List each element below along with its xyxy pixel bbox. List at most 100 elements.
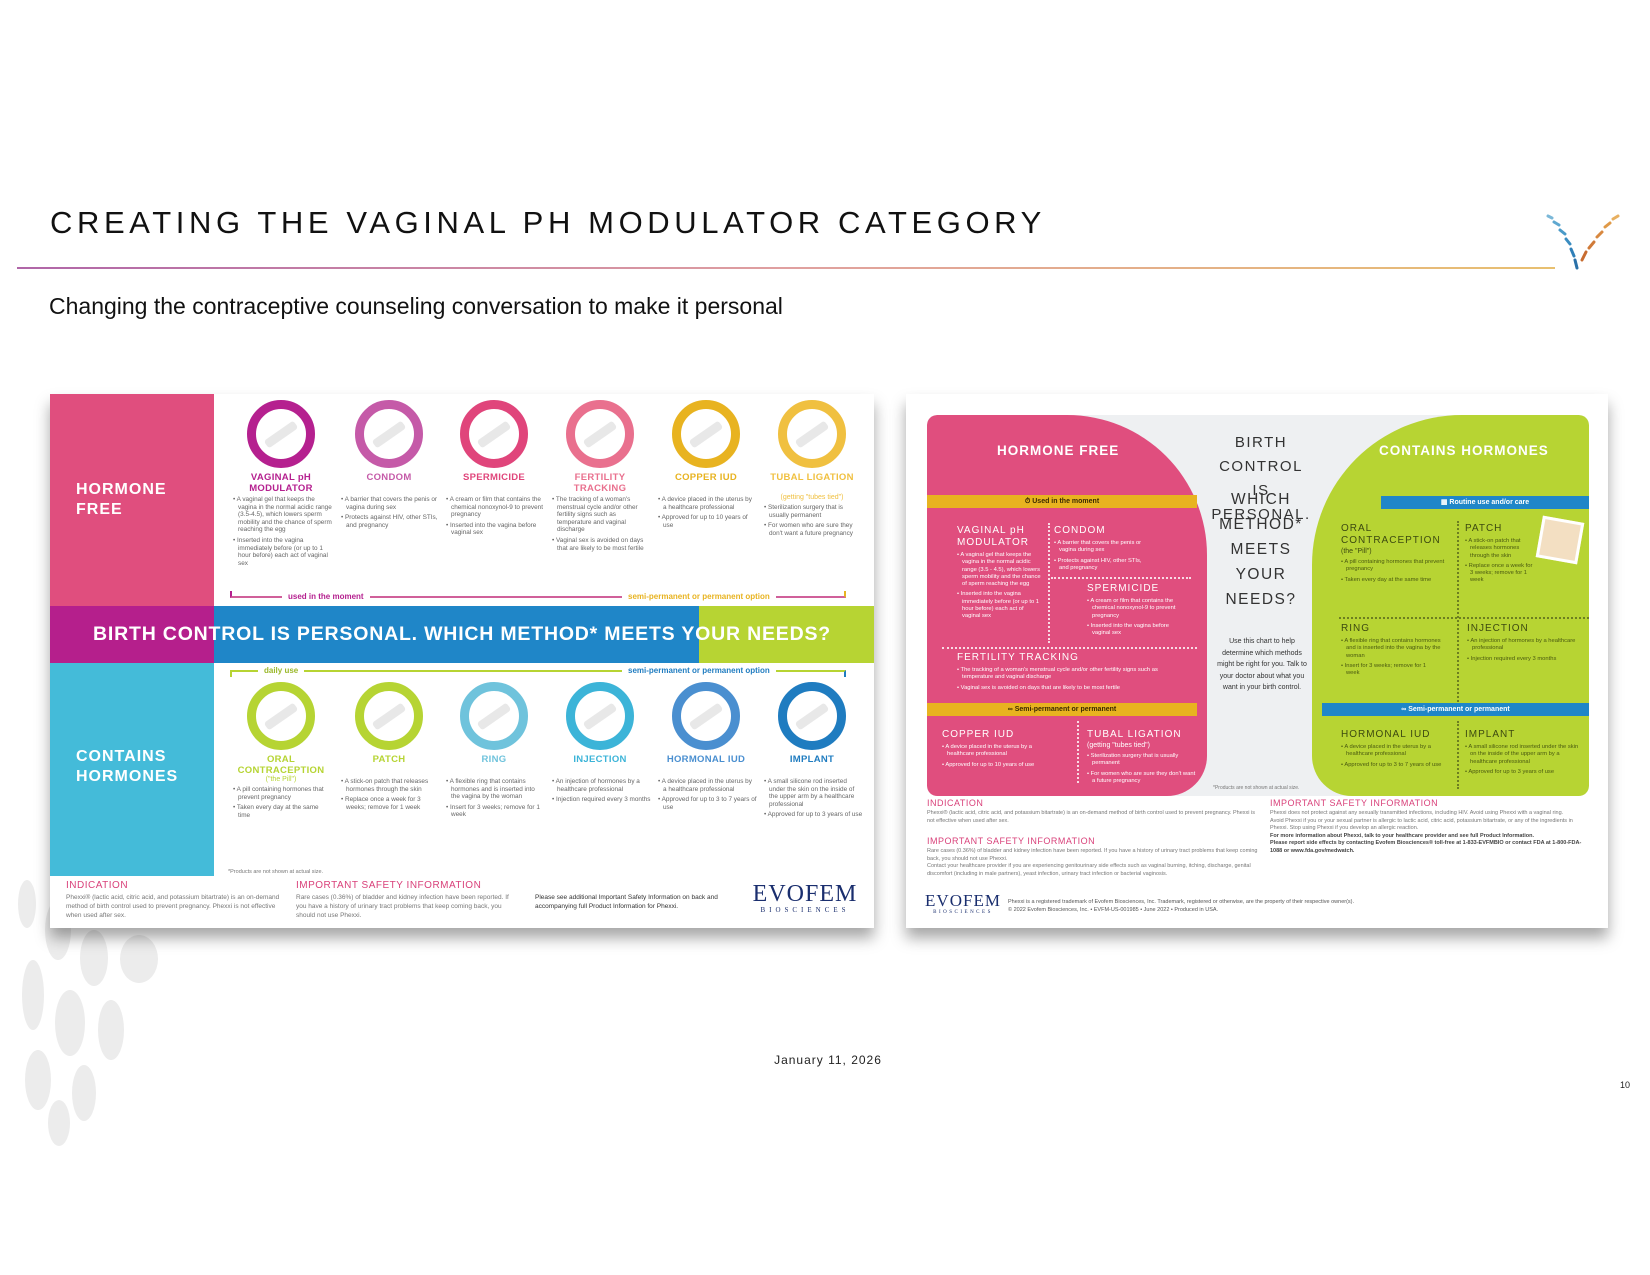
banner-headline: BIRTH CONTROL IS PERSONAL. WHICH METHOD*… bbox=[93, 623, 831, 645]
safety-heading: IMPORTANT SAFETY INFORMATION bbox=[296, 880, 482, 891]
condom-bullets: A barrier that covers the penis or vagin… bbox=[1054, 540, 1144, 572]
bullet-item: A vaginal gel that keeps the vagina in t… bbox=[957, 552, 1043, 588]
contains-hormones-panel bbox=[50, 663, 214, 876]
implant-title: IMPLANT bbox=[1465, 729, 1516, 740]
method-bullets: A small silicone rod inserted under the … bbox=[764, 778, 863, 819]
bullet-item: A device placed in the uterus by a healt… bbox=[942, 744, 1052, 759]
semi-permanent-label-top: semi-permanent or permanent option bbox=[622, 592, 776, 601]
hormone-free-label: HORMONE FREE bbox=[76, 481, 167, 518]
safety-text-left: Rare cases (0.36%) of bladder and kidney… bbox=[927, 848, 1262, 878]
bullet-item: Insert for 3 weeks; remove for 1 week bbox=[1341, 663, 1441, 678]
ring-bullets: A flexible ring that contains hormones a… bbox=[1341, 638, 1441, 677]
copper-iud-title: COPPER IUD bbox=[942, 729, 1015, 740]
method-ring-icon bbox=[355, 400, 423, 468]
method-column: FERTILITY TRACKINGThe tracking of a woma… bbox=[549, 400, 651, 555]
safety-paragraph: Contact your healthcare provider if you … bbox=[927, 863, 1251, 877]
oral-contraception-bullets: A pill containing hormones that prevent … bbox=[1341, 559, 1449, 584]
bullet-item: Approved for up to 3 years of use bbox=[764, 811, 863, 819]
slide-date: January 11, 2026 bbox=[774, 1053, 882, 1067]
method-bullets: A barrier that covers the penis or vagin… bbox=[341, 496, 440, 529]
stopwatch-icon: ⏱ bbox=[1024, 498, 1033, 505]
evofem-logo: EVOFEM BIOSCIENCES bbox=[750, 882, 860, 915]
spermicide-title: SPERMICIDE bbox=[1087, 583, 1160, 594]
method-column: RING A flexible ring that contains hormon… bbox=[443, 682, 545, 822]
question-line: WHICH bbox=[1230, 491, 1292, 508]
method-ring-icon bbox=[566, 682, 634, 750]
method-bullets: A pill containing hormones that prevent … bbox=[233, 786, 332, 819]
method-sublabel: (getting "tubes tied") bbox=[780, 494, 844, 501]
vaginal-ph-bullets: A vaginal gel that keeps the vagina in t… bbox=[957, 552, 1043, 621]
method-column: PATCH A stick-on patch that releases horm… bbox=[338, 682, 440, 814]
method-label: RING bbox=[481, 754, 507, 765]
bullet-item: The tracking of a woman's menstrual cycl… bbox=[957, 667, 1189, 682]
product-image bbox=[688, 702, 724, 731]
indication-text: Phexxi® (lactic acid, citric acid, and p… bbox=[927, 810, 1255, 824]
safety-text-right: Phexxi does not protect against any sexu… bbox=[1270, 810, 1590, 855]
page-number: 10 bbox=[1620, 1080, 1631, 1090]
product-image bbox=[263, 702, 299, 731]
contains-hormones-label: CONTAINS HORMONES bbox=[76, 748, 179, 785]
bullet-item: A device placed in the uterus by a healt… bbox=[658, 496, 757, 511]
safety-paragraph: Phexxi does not protect against any sexu… bbox=[1270, 810, 1564, 816]
bullet-item: A flexible ring that contains hormones a… bbox=[446, 778, 545, 801]
fertility-title: FERTILITY TRACKING bbox=[957, 652, 1079, 663]
method-ring-icon bbox=[778, 400, 846, 468]
banner-segment-blue bbox=[214, 606, 699, 663]
hormonal-iud-title: HORMONAL IUD bbox=[1341, 729, 1431, 740]
method-bullets: A stick-on patch that releases hormones … bbox=[341, 778, 440, 811]
banner-segment-magenta bbox=[50, 606, 214, 663]
headline-line-1: BIRTH CONTROL bbox=[1219, 434, 1303, 475]
bullet-item: Inserted into the vagina before vaginal … bbox=[446, 522, 545, 537]
method-ring-icon bbox=[566, 400, 634, 468]
chart-artwork: HORMONE FREE ⏱ Used in the moment VAGINA… bbox=[927, 415, 1589, 796]
bullet-item: Approved for up to 3 to 7 years of use bbox=[1341, 762, 1449, 769]
daily-use-label: daily use bbox=[258, 666, 305, 675]
slide-subtitle: Changing the contraceptive counseling co… bbox=[49, 293, 783, 319]
bullet-item: Approved for up to 10 years of use bbox=[658, 514, 757, 529]
oral-contraception-title: ORAL CONTRACEPTION bbox=[1341, 523, 1441, 546]
method-ring-icon bbox=[247, 400, 315, 468]
top-timeline-bracket bbox=[230, 591, 846, 598]
bullet-item: For women who are sure they don't want a… bbox=[1087, 771, 1197, 786]
help-text: Use this chart to help determine which m… bbox=[1217, 638, 1307, 691]
bullet-item: A vaginal gel that keeps the vagina in t… bbox=[233, 496, 332, 534]
product-image bbox=[371, 420, 407, 449]
bullet-item: Taken every day at the same time bbox=[1341, 577, 1449, 584]
product-image bbox=[476, 702, 512, 731]
spermicide-bullets: A cream or film that contains the chemic… bbox=[1087, 598, 1187, 637]
safety-heading-right: IMPORTANT SAFETY INFORMATION bbox=[1270, 798, 1439, 808]
bar-label: Used in the moment bbox=[1032, 498, 1100, 505]
product-image bbox=[794, 420, 830, 449]
infinity-icon: ∞ bbox=[1401, 706, 1409, 713]
method-bullets: An injection of hormones by a healthcare… bbox=[552, 778, 651, 804]
method-bullets: A device placed in the uterus by a healt… bbox=[658, 496, 757, 529]
method-ring-icon bbox=[247, 682, 315, 750]
logo-name: EVOFEM bbox=[752, 881, 858, 907]
patch-image bbox=[1535, 515, 1585, 565]
bullet-item: Replace once a week for 3 weeks; remove … bbox=[1465, 563, 1535, 585]
fertility-bullets: The tracking of a woman's menstrual cycl… bbox=[957, 667, 1189, 692]
method-column: VAGINAL pH MODULATORA vaginal gel that k… bbox=[230, 400, 332, 570]
question-line: NEEDS? bbox=[1225, 591, 1297, 608]
copyright-text: © 2022 Evofem Biosciences, Inc. • EVFM-U… bbox=[1008, 907, 1219, 913]
bullet-item: Inserted into the vagina immediately bef… bbox=[957, 591, 1043, 620]
safety-paragraph: Avoid Phexxi if you or your sexual partn… bbox=[1270, 817, 1573, 832]
bullet-item: Insert for 3 weeks; remove for 1 week bbox=[446, 804, 545, 819]
method-label: PATCH bbox=[372, 754, 406, 765]
bullet-item: A stick-on patch that releases hormones … bbox=[341, 778, 440, 793]
bullet-item: A stick-on patch that releases hormones … bbox=[1465, 538, 1535, 560]
product-image bbox=[476, 420, 512, 449]
method-ring-icon bbox=[672, 400, 740, 468]
safety-paragraph: Please report side effects by contacting… bbox=[1270, 840, 1582, 854]
product-image bbox=[263, 420, 299, 449]
method-column: COPPER IUDA device placed in the uterus … bbox=[655, 400, 757, 532]
indication-text: Phexxi® (lactic acid, citric acid, and p… bbox=[66, 894, 280, 919]
method-bullets: A flexible ring that contains hormones a… bbox=[446, 778, 545, 819]
trademark-text: Phexxi is a registered trademark of Evof… bbox=[1008, 899, 1355, 905]
footnote: *Products are not shown at actual size. bbox=[228, 869, 324, 875]
patch-bullets: A stick-on patch that releases hormones … bbox=[1465, 538, 1535, 585]
method-bullets: The tracking of a woman's menstrual cycl… bbox=[552, 496, 651, 552]
evofem-logo: EVOFEM BIOSCIENCES bbox=[924, 892, 1002, 916]
safety-text: Rare cases (0.36%) of bladder and kidney… bbox=[296, 894, 509, 919]
see-more-text: Please see additional Important Safety I… bbox=[535, 894, 718, 910]
